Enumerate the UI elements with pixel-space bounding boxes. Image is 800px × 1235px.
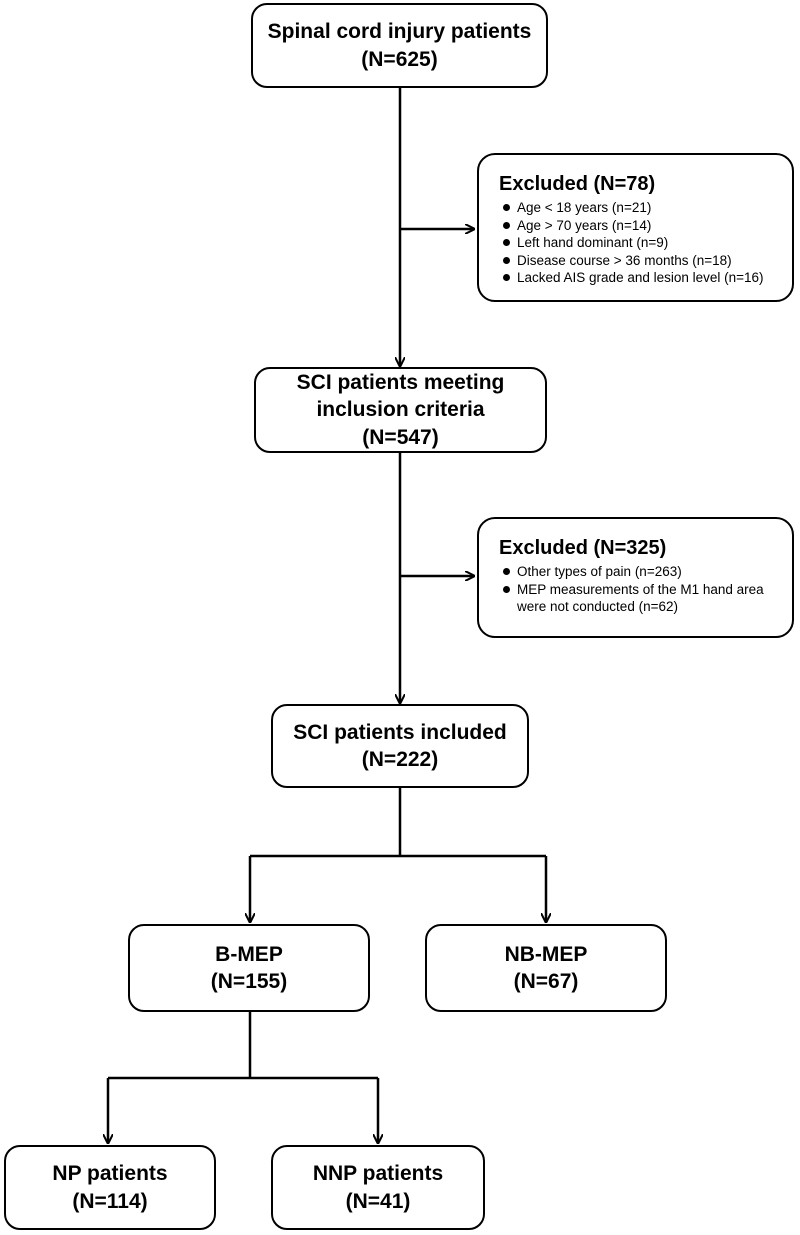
box-label: B-MEP xyxy=(215,942,283,966)
box-excluded-2: Excluded (N=325) Other types of pain (n=… xyxy=(477,517,794,638)
excluded-list: Age < 18 years (n=21) Age > 70 years (n=… xyxy=(499,199,780,287)
list-item: Other types of pain (n=263) xyxy=(499,563,780,581)
box-nb-mep: NB-MEP (N=67) xyxy=(425,924,667,1012)
excluded-list: Other types of pain (n=263) MEP measurem… xyxy=(499,563,780,616)
box-np-patients: NP patients (N=114) xyxy=(4,1145,216,1230)
box-meeting-criteria: SCI patients meeting inclusion criteria … xyxy=(254,367,547,453)
box-b-mep: B-MEP (N=155) xyxy=(128,924,370,1012)
box-count: (N=625) xyxy=(361,47,438,71)
list-item: Age > 70 years (n=14) xyxy=(499,217,780,235)
box-label-line1: SCI patients meeting xyxy=(296,371,505,395)
box-count: (N=67) xyxy=(513,970,579,993)
box-label: SCI patients included xyxy=(293,720,507,744)
box-label: NP patients xyxy=(52,1162,168,1186)
box-count: (N=155) xyxy=(210,970,288,993)
box-count: (N=547) xyxy=(362,425,439,449)
list-item: Lacked AIS grade and lesion level (n=16) xyxy=(499,269,780,287)
list-item: Left hand dominant (n=9) xyxy=(499,234,780,252)
excluded-title: Excluded (N=325) xyxy=(499,537,667,559)
box-included: SCI patients included (N=222) xyxy=(271,704,529,788)
box-count: (N=41) xyxy=(345,1189,411,1213)
list-item: Disease course > 36 months (n=18) xyxy=(499,252,780,270)
box-label: Spinal cord injury patients xyxy=(267,20,532,44)
list-item: MEP measurements of the M1 hand area wer… xyxy=(499,581,780,616)
excluded-title: Excluded (N=78) xyxy=(499,173,656,195)
box-excluded-1: Excluded (N=78) Age < 18 years (n=21) Ag… xyxy=(477,153,794,302)
list-item: Age < 18 years (n=21) xyxy=(499,199,780,217)
box-nnp-patients: NNP patients (N=41) xyxy=(271,1145,485,1230)
box-label-line2: inclusion criteria xyxy=(316,398,485,422)
box-spinal-cord-injury: Spinal cord injury patients (N=625) xyxy=(251,3,548,88)
box-label: NNP patients xyxy=(312,1162,444,1186)
box-count: (N=114) xyxy=(72,1189,148,1213)
box-count: (N=222) xyxy=(361,748,439,771)
box-label: NB-MEP xyxy=(504,942,588,966)
